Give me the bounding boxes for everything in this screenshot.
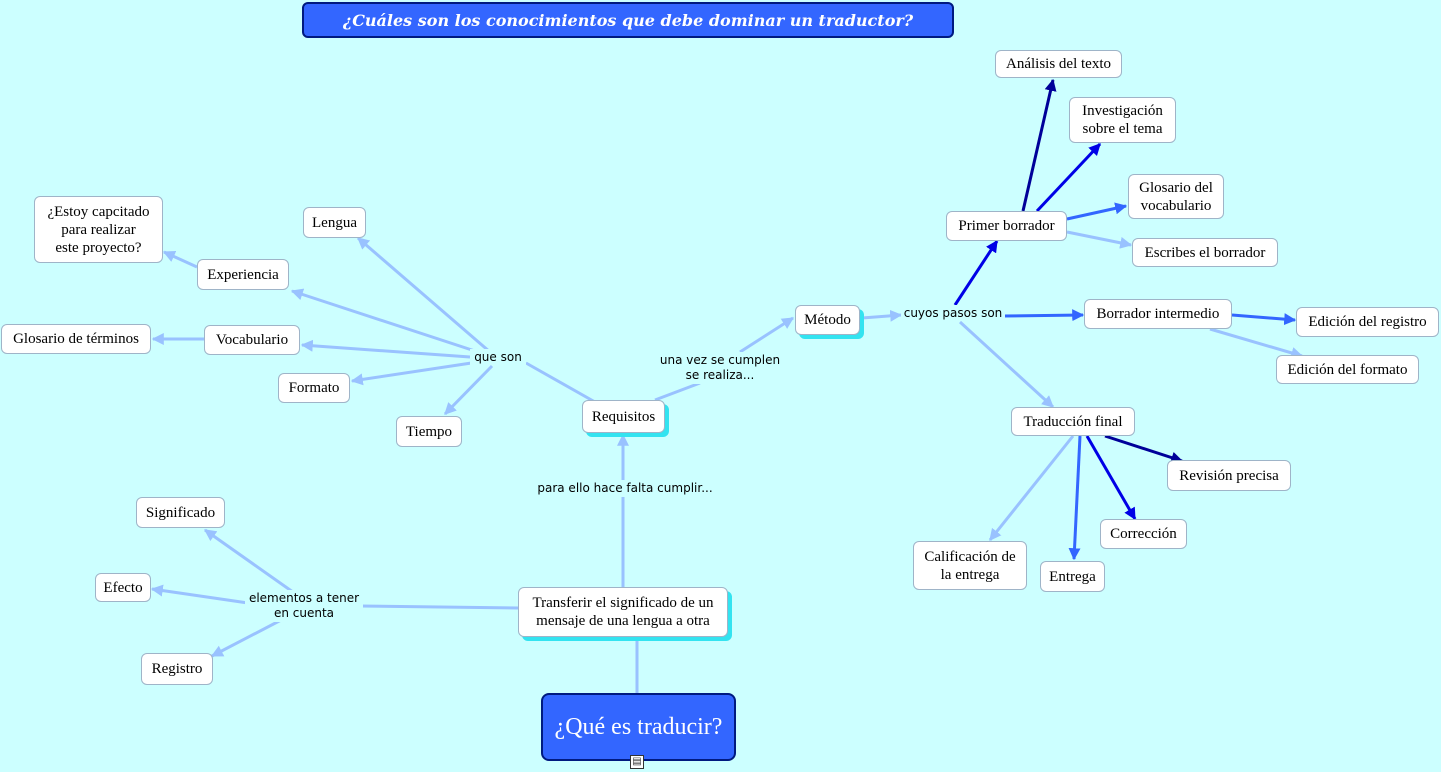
phrase-para-ello: para ello hace falta cumplir... (530, 480, 720, 497)
root-concept[interactable]: ¿Qué es traducir? (541, 693, 736, 761)
line-elementos-efecto (150, 584, 249, 605)
phrase-que-son: que son (470, 349, 526, 365)
concept-transferir[interactable]: Transferir el significado de un mensaje … (518, 587, 728, 637)
line-elementos-significado (204, 528, 301, 599)
line-queson-experiencia (290, 288, 479, 354)
concept-analisis-texto[interactable]: Análisis del texto (995, 50, 1122, 78)
concept-experiencia[interactable]: Experiencia (197, 259, 289, 290)
line-cuyos-primer (953, 239, 999, 306)
concept-lengua[interactable]: Lengua (303, 207, 366, 238)
line-final-correccion (1085, 435, 1137, 521)
line-unavez-metodo (739, 316, 795, 354)
line-requisitos-queson (525, 361, 596, 404)
concept-vocabulario[interactable]: Vocabulario (204, 325, 300, 355)
concept-efecto[interactable]: Efecto (95, 573, 151, 602)
concept-glosario-vocabulario[interactable]: Glosario del vocabulario (1128, 174, 1224, 219)
concept-significado[interactable]: Significado (136, 497, 225, 528)
concept-glosario-terminos[interactable]: Glosario de términos (1, 324, 151, 354)
concept-escribes-borrador[interactable]: Escribes el borrador (1132, 238, 1278, 267)
line-queson-formato (350, 360, 479, 386)
concept-revision-precisa[interactable]: Revisión precisa (1167, 460, 1291, 491)
concept-edicion-registro[interactable]: Edición del registro (1296, 307, 1439, 337)
concept-investigacion[interactable]: Investigación sobre el tema (1069, 97, 1176, 143)
line-final-entrega (1068, 435, 1082, 561)
note-icon[interactable]: ▤ (630, 755, 644, 769)
line-elementos-registro (210, 616, 286, 658)
concept-primer-borrador[interactable]: Primer borrador (946, 211, 1067, 241)
line-primer-glosario (1066, 202, 1128, 221)
concept-calificacion[interactable]: Calificación de la entrega (913, 541, 1027, 590)
line-queson-tiempo (443, 364, 494, 416)
concept-traduccion-final[interactable]: Traducción final (1011, 407, 1135, 436)
concept-requisitos[interactable]: Requisitos (582, 400, 665, 433)
line-queson-lengua (357, 236, 491, 354)
phrase-elementos: elementos a tener en cuenta (245, 590, 363, 622)
concept-edicion-formato[interactable]: Edición del formato (1276, 355, 1419, 384)
concept-formato[interactable]: Formato (278, 373, 350, 403)
line-experiencia-estoy (162, 250, 198, 269)
concept-tiempo[interactable]: Tiempo (396, 416, 462, 447)
concept-metodo[interactable]: Método (795, 305, 860, 335)
line-requisitos-unavez (654, 381, 701, 402)
line-primer-escribes (1066, 230, 1133, 249)
line-primer-investigacion (1035, 142, 1102, 213)
line-metodo-cuyos (861, 309, 903, 322)
line-intermedio-formato (1209, 327, 1304, 359)
line-primer-analisis (1021, 78, 1057, 212)
line-final-calificacion (988, 435, 1075, 541)
map-title: ¿Cuáles son los conocimientos que debe d… (302, 2, 954, 38)
concept-registro[interactable]: Registro (141, 653, 213, 685)
phrase-una-vez: una vez se cumplen se realiza... (654, 352, 786, 384)
concept-estoy-capacitado[interactable]: ¿Estoy capcitado para realizar este proy… (34, 196, 163, 263)
concept-borrador-intermedio[interactable]: Borrador intermedio (1084, 299, 1232, 329)
line-final-revision (1104, 434, 1184, 464)
line-queson-vocabulario (300, 339, 471, 359)
line-cuyos-final (958, 320, 1055, 409)
concept-correccion[interactable]: Corrección (1100, 519, 1187, 549)
phrase-cuyos-pasos: cuyos pasos son (901, 305, 1005, 321)
concept-entrega[interactable]: Entrega (1040, 561, 1105, 592)
line-intermedio-registro (1231, 313, 1297, 326)
line-transferir-elementos (359, 604, 519, 610)
line-cuyos-intermedio (1002, 309, 1085, 322)
